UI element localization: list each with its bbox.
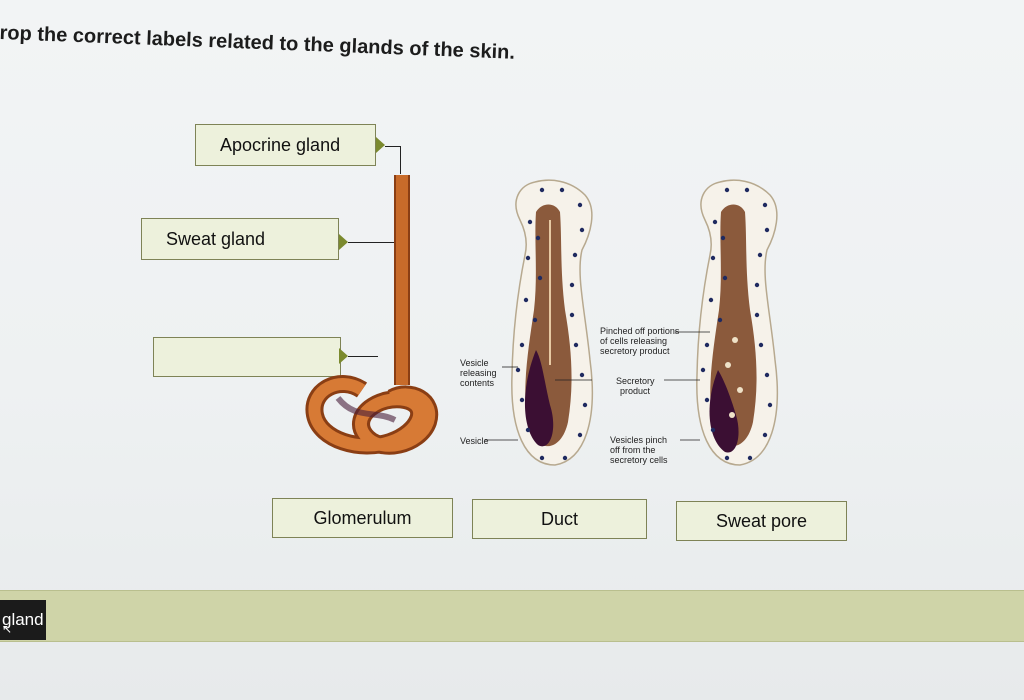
diagram-label-vesicles-pinch-2: off from the <box>610 445 655 455</box>
diagram-label-secretory-2: product <box>620 386 651 396</box>
label-sweat-pore[interactable]: Sweat pore <box>676 501 847 541</box>
leader-line-3 <box>348 356 378 357</box>
leader-line-1 <box>385 146 401 147</box>
gland-diagram: Vesicle releasing contents Vesicle Pinch… <box>305 175 779 466</box>
label-duct[interactable]: Duct <box>472 499 647 539</box>
diagram-leaders <box>485 331 710 441</box>
sweat-gland-illustration <box>305 175 439 455</box>
apocrine-gland-1 <box>511 179 594 466</box>
diagram-label-vesicle-releasing-1: Vesicle <box>460 358 489 368</box>
page-title: rop the correct labels related to the gl… <box>0 22 516 64</box>
diagram-label-vesicle-releasing-2: releasing <box>460 368 497 378</box>
diagram-label-vesicle-releasing-3: contents <box>460 378 495 388</box>
word-bank-chip[interactable]: gland <box>0 600 46 640</box>
diagram-label-pinched-2: of cells releasing <box>600 336 667 346</box>
label-glomerulum[interactable]: Glomerulum <box>272 498 453 538</box>
diagram-label-vesicles-pinch-1: Vesicles pinch <box>610 435 667 445</box>
label-apocrine-gland[interactable]: Apocrine gland <box>195 124 376 166</box>
diagram-label-pinched-3: secretory product <box>600 346 670 356</box>
cursor-icon: ↖ <box>2 622 13 636</box>
drop-target-arrow-2 <box>339 234 348 250</box>
word-bank-bar <box>0 590 1024 642</box>
drop-target-arrow-3 <box>339 348 348 364</box>
diagram-label-pinched-1: Pinched off portions <box>600 326 680 336</box>
leader-line-1b <box>400 146 401 174</box>
diagram-label-vesicle: Vesicle <box>460 436 489 446</box>
apocrine-gland-2 <box>696 179 779 466</box>
leader-line-2 <box>348 242 408 243</box>
label-sweat-gland[interactable]: Sweat gland <box>141 218 339 260</box>
empty-drop-zone[interactable] <box>153 337 341 377</box>
drop-target-arrow-1 <box>376 137 385 153</box>
diagram-label-secretory-1: Secretory <box>616 376 655 386</box>
diagram-label-vesicles-pinch-3: secretory cells <box>610 455 668 465</box>
